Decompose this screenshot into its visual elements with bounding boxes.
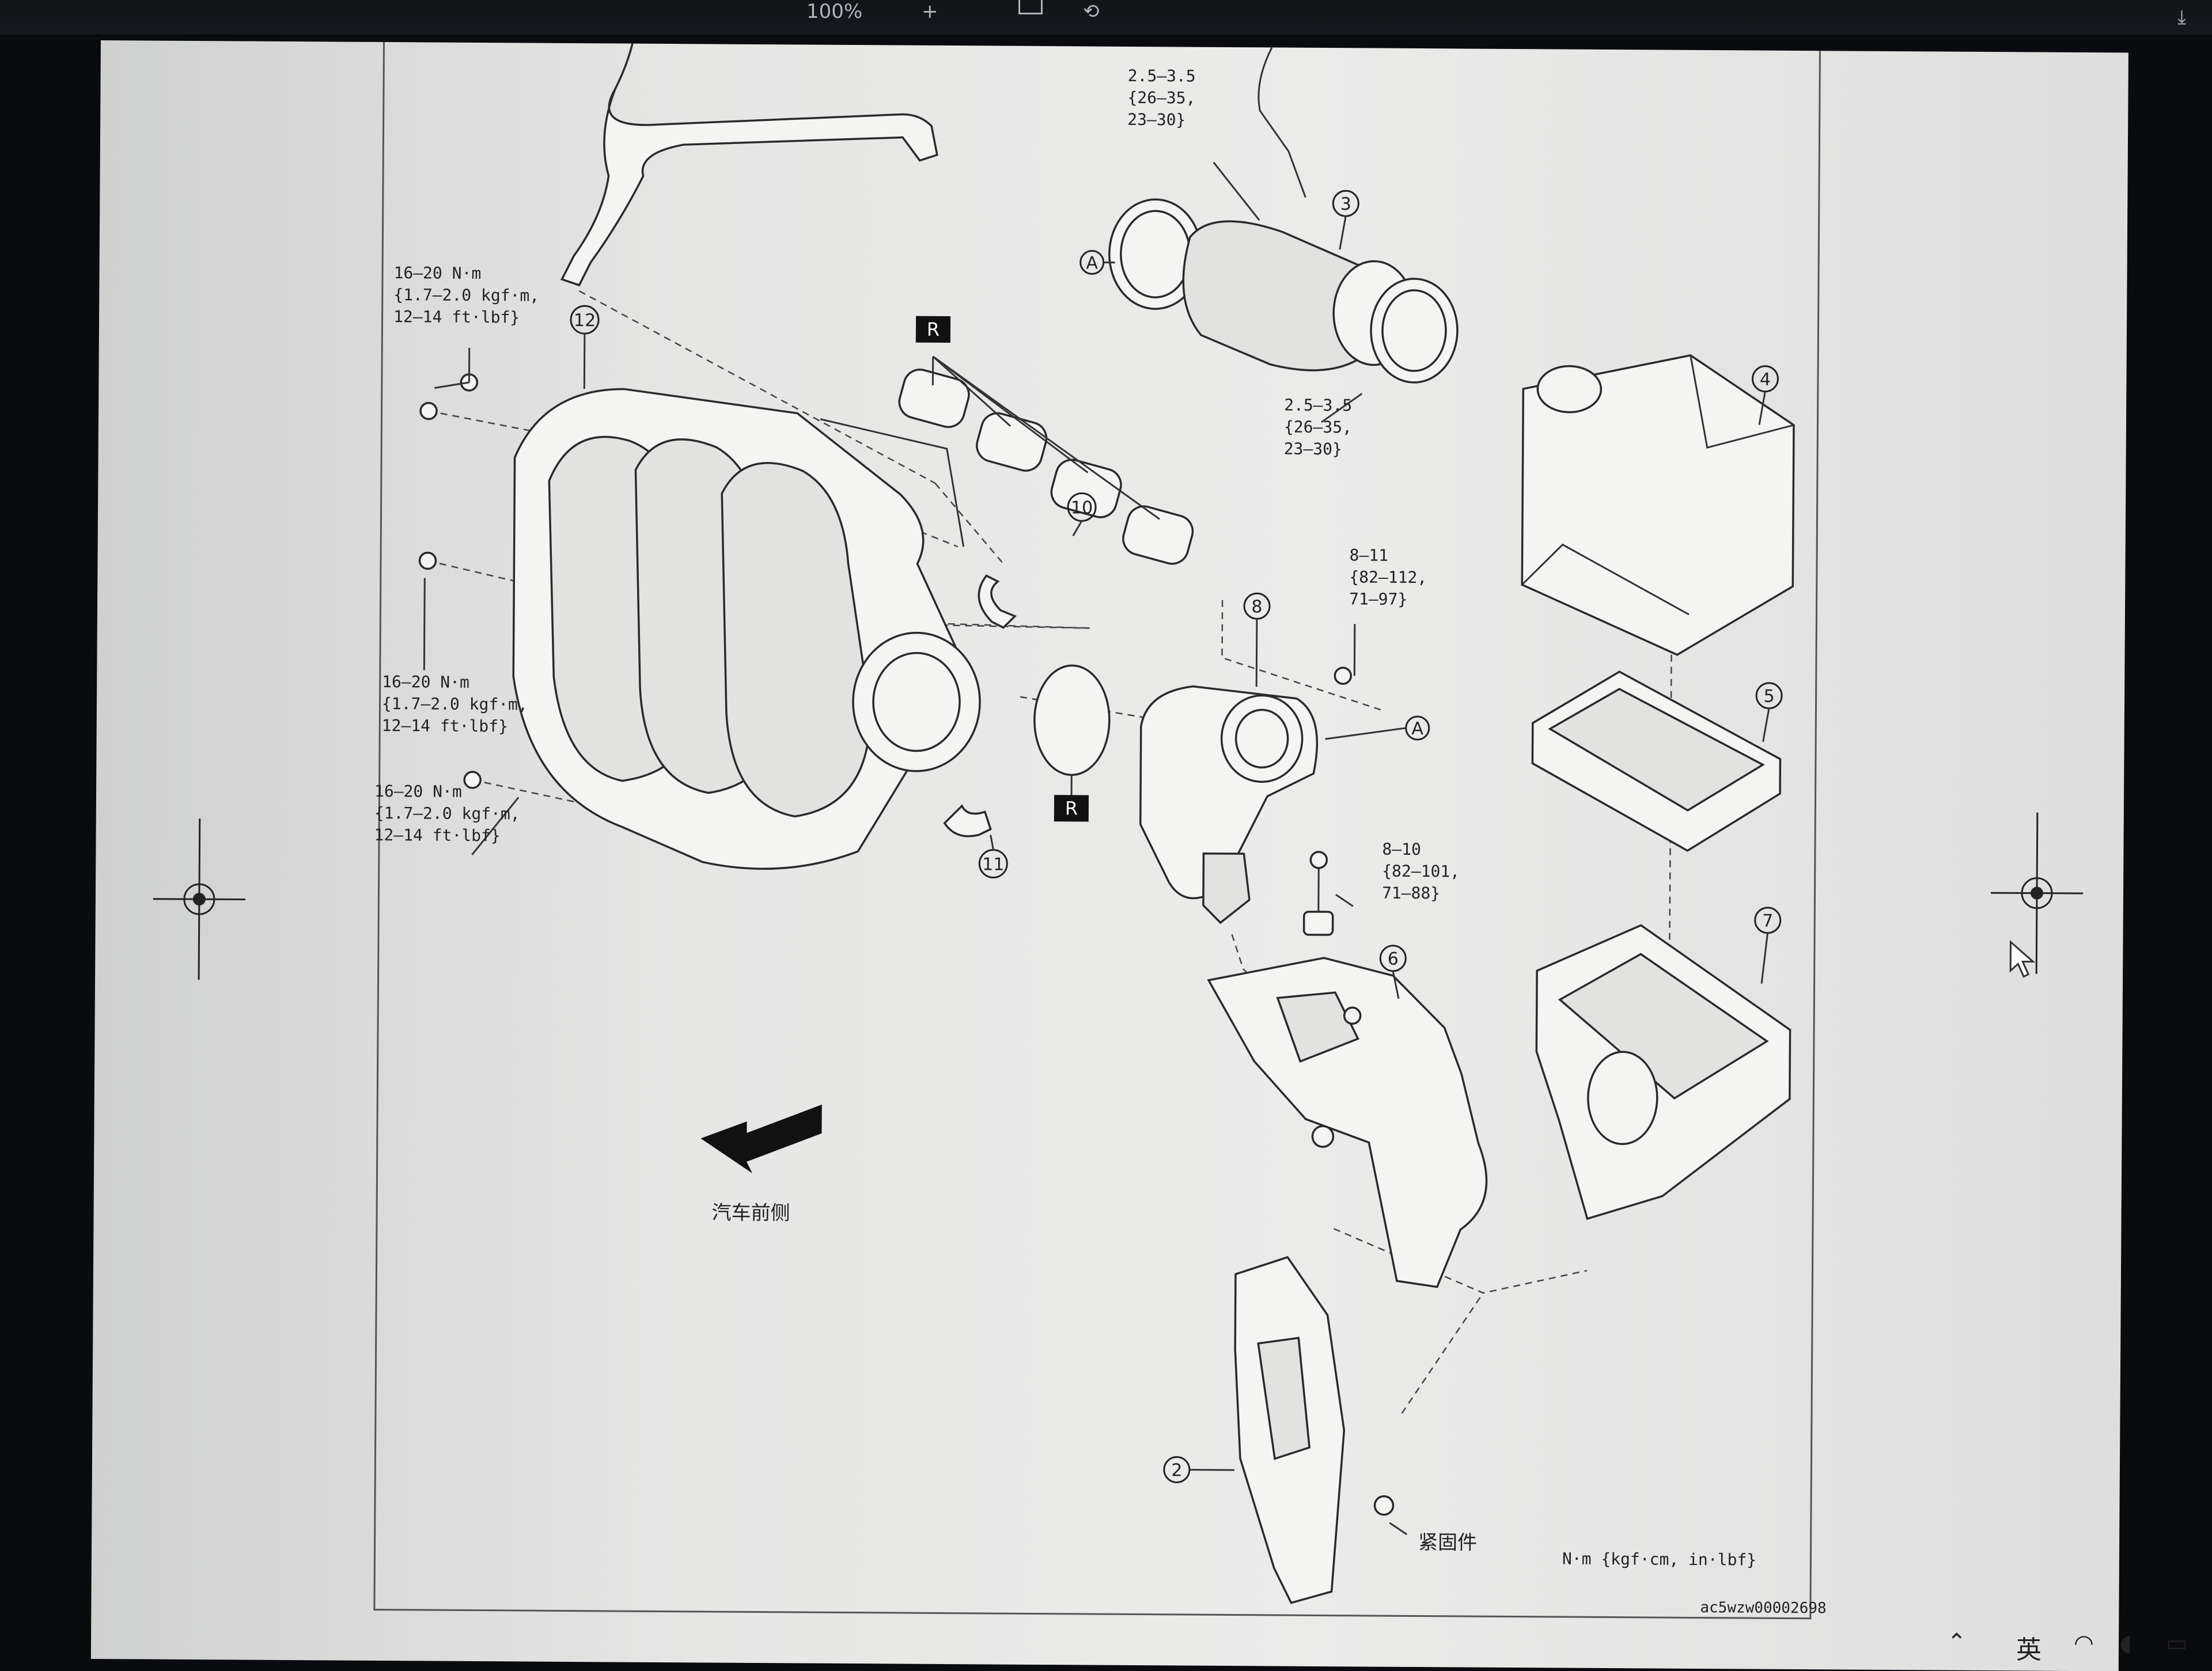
svg-text:{1.7—2.0 kgf·m,: {1.7—2.0 kgf·m, xyxy=(382,694,528,714)
leader-lines xyxy=(423,161,1408,1536)
svg-text:{1.7—2.0 kgf·m,: {1.7—2.0 kgf·m, xyxy=(374,804,520,824)
marker-r-oring: R xyxy=(1054,795,1089,822)
torque-spec-manifold-low: 16—20 N·m {1.7—2.0 kgf·m, 12—14 ft·lbf} xyxy=(374,782,520,845)
breather-hose xyxy=(560,43,938,287)
svg-text:{26—35,: {26—35, xyxy=(1284,418,1352,437)
svg-text:3: 3 xyxy=(1340,194,1351,214)
svg-text:10: 10 xyxy=(1071,498,1093,518)
svg-text:A: A xyxy=(1411,719,1423,739)
callout-5: 5 xyxy=(1755,682,1783,742)
svg-text:23—30}: 23—30} xyxy=(1127,110,1185,130)
registration-mark-left xyxy=(153,819,245,980)
svg-text:2.5—3.5: 2.5—3.5 xyxy=(1128,66,1196,86)
units-label: N·m {kgf·cm, in·lbf} xyxy=(1562,1549,1756,1570)
registration-mark-right xyxy=(1991,812,2084,974)
front-label: 汽车前侧 xyxy=(711,1202,790,1225)
download-icon[interactable]: ⤓ xyxy=(2177,6,2187,29)
callout-10: 10 xyxy=(1067,492,1097,537)
monitor-screen: 2.5—3.5 {26—35, 23—30} 2.5—3.5 {26—35, 2… xyxy=(90,40,2128,1671)
zoom-in-icon[interactable]: + xyxy=(922,0,938,23)
tray-chevron-icon[interactable]: ⌃ xyxy=(1947,1629,1967,1655)
svg-text:8—11: 8—11 xyxy=(1349,545,1388,564)
svg-text:A: A xyxy=(1086,253,1098,273)
svg-text:2.5—3.5: 2.5—3.5 xyxy=(1284,396,1352,415)
exploded-parts-diagram: 2.5—3.5 {26—35, 23—30} 2.5—3.5 {26—35, 2… xyxy=(374,43,1827,1617)
marker-r-gasket: R xyxy=(915,316,951,343)
vacuum-hose-11 xyxy=(943,804,992,838)
mouse-cursor-icon xyxy=(2009,939,2036,978)
marker-a-throttle: A xyxy=(1325,715,1430,741)
save-icon[interactable] xyxy=(1018,0,1043,14)
svg-text:16—20 N·m: 16—20 N·m xyxy=(393,263,481,283)
torque-spec-throttle-body: 8—11 {82—112, 71—97} xyxy=(1349,545,1427,609)
system-tray: ⌃ 英 ◠ ◖ ▭ xyxy=(1717,1624,2212,1665)
callout-6: 6 xyxy=(1379,945,1407,999)
air-filter-element xyxy=(1531,670,1782,852)
battery-icon[interactable]: ▭ xyxy=(2166,1630,2188,1657)
svg-text:16—20 N·m: 16—20 N·m xyxy=(374,782,462,801)
callout-4: 4 xyxy=(1751,365,1779,425)
torque-spec-manifold-top: 16—20 N·m {1.7—2.0 kgf·m, 12—14 ft·lbf} xyxy=(393,263,539,327)
rotate-icon[interactable]: ⟲ xyxy=(1083,0,1100,23)
svg-text:2: 2 xyxy=(1171,1460,1182,1480)
svg-text:7: 7 xyxy=(1762,911,1773,931)
viewer-toolbar: 100% + ⟲ ⤓ xyxy=(0,0,2212,35)
callout-8: 8 xyxy=(1243,592,1271,687)
svg-text:23—30}: 23—30} xyxy=(1284,439,1342,459)
intake-manifold xyxy=(512,388,981,870)
volume-icon[interactable]: ◖ xyxy=(2120,1630,2133,1657)
svg-text:12—14 ft·lbf}: 12—14 ft·lbf} xyxy=(393,307,520,327)
svg-text:R: R xyxy=(1065,797,1078,819)
wifi-icon[interactable]: ◠ xyxy=(2074,1630,2094,1657)
callout-2: 2 xyxy=(1163,1456,1234,1483)
svg-text:{1.7—2.0 kgf·m,: {1.7—2.0 kgf·m, xyxy=(393,285,539,305)
svg-text:16—20 N·m: 16—20 N·m xyxy=(382,672,469,692)
vehicle-front-indicator: 汽车前侧 xyxy=(700,1104,822,1225)
svg-text:12—14 ft·lbf}: 12—14 ft·lbf} xyxy=(374,825,500,845)
svg-text:8—10: 8—10 xyxy=(1382,840,1421,859)
air-cleaner-cover xyxy=(1521,354,1795,656)
throttle-body xyxy=(1139,685,1319,924)
svg-text:{82—101,: {82—101, xyxy=(1382,862,1460,881)
intake-gaskets xyxy=(898,355,1194,565)
svg-text:8: 8 xyxy=(1251,597,1262,617)
zoom-level[interactable]: 100% xyxy=(806,0,863,23)
torque-spec-hose-clamp-lower: 2.5—3.5 {26—35, 23—30} xyxy=(1284,396,1353,459)
callout-7: 7 xyxy=(1754,907,1782,984)
svg-text:4: 4 xyxy=(1760,370,1771,390)
torque-spec-manifold-mid: 16—20 N·m {1.7—2.0 kgf·m, 12—14 ft·lbf} xyxy=(382,672,528,736)
svg-text:6: 6 xyxy=(1388,949,1399,969)
svg-text:{82—112,: {82—112, xyxy=(1349,567,1427,587)
svg-text:71—97}: 71—97} xyxy=(1349,589,1407,609)
svg-text:12—14 ft·lbf}: 12—14 ft·lbf} xyxy=(382,716,508,736)
fresh-air-duct xyxy=(1207,957,1488,1289)
fastener-label: 紧固件 xyxy=(1418,1531,1477,1555)
air-cleaner-case xyxy=(1535,924,1791,1220)
svg-text:71—88}: 71—88} xyxy=(1382,884,1440,903)
figure-id: ac5wzw00002698 xyxy=(1700,1599,1826,1617)
vacuum-hose-10 xyxy=(978,574,1017,629)
resonator-bracket xyxy=(1234,1256,1346,1604)
air-intake-hose xyxy=(1108,47,1459,384)
callout-3: 3 xyxy=(1332,190,1359,250)
ime-indicator[interactable]: 英 xyxy=(2016,1635,2041,1665)
svg-text:5: 5 xyxy=(1763,687,1774,707)
callout-12: 12 xyxy=(570,305,600,389)
callout-11: 11 xyxy=(978,835,1008,878)
svg-text:12: 12 xyxy=(574,310,596,331)
mount-insulator xyxy=(1302,865,1334,936)
document-page: 2.5—3.5 {26—35, 23—30} 2.5—3.5 {26—35, 2… xyxy=(373,41,1827,1620)
throttle-o-ring xyxy=(1033,664,1111,776)
marker-a-hose: A xyxy=(1080,250,1115,275)
torque-spec-bracket-bolt: 8—10 {82—101, 71—88} xyxy=(1382,840,1460,903)
svg-text:R: R xyxy=(927,319,940,340)
torque-spec-hose-clamp-upper: 2.5—3.5 {26—35, 23—30} xyxy=(1127,66,1196,130)
svg-text:11: 11 xyxy=(982,854,1004,874)
svg-text:{26—35,: {26—35, xyxy=(1127,88,1195,108)
